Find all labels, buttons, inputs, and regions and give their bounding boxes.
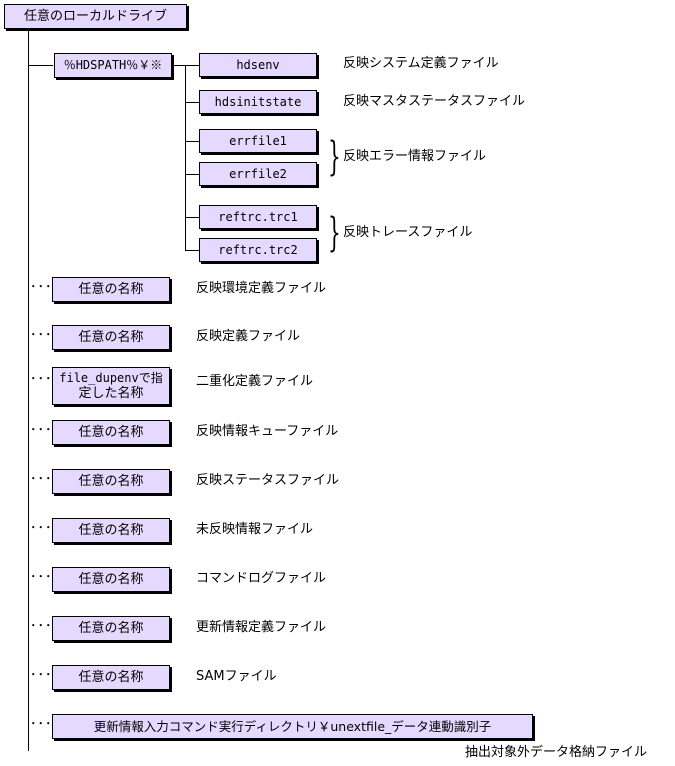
dots-2: ･･･	[30, 328, 53, 343]
drive-child-4-desc: 反映情報キューファイル	[196, 424, 339, 439]
hdsenv-desc: 反映システム定義ファイル	[343, 56, 499, 71]
dots-6: ･･･	[30, 521, 53, 536]
drive-child-8-desc: 更新情報定義ファイル	[196, 620, 327, 635]
errfile1-box: errfile1	[199, 129, 317, 153]
drive-child-9-box: 任意の名称	[52, 665, 170, 690]
reftrc1-label: reftrc.trc1	[218, 209, 298, 224]
drive-child-6-label: 任意の名称	[78, 523, 144, 538]
branch-errfile2	[185, 174, 199, 175]
hdspath-box: ％HDSPATH％￥※	[54, 53, 172, 78]
branch-hdsenv	[185, 65, 199, 66]
footer-note: 抽出対象外データ格納ファイル	[465, 745, 648, 760]
branch-reftrc1	[185, 217, 199, 218]
branch-errfile1	[185, 141, 199, 142]
dots-8: ･･･	[30, 619, 53, 634]
errfile-group-desc: 反映エラー情報ファイル	[343, 149, 487, 164]
drive-child-3-label-line1: file_dupenvで指	[59, 371, 163, 385]
errfile-brace: }	[328, 134, 341, 180]
drive-child-9-label: 任意の名称	[78, 670, 144, 685]
drive-child-7-desc: コマンドログファイル	[196, 571, 327, 586]
reftrc-brace: }	[328, 210, 341, 256]
drive-child-5-desc: 反映ステータスファイル	[196, 473, 340, 488]
branch-hdsinitstate	[185, 102, 199, 103]
drive-child-5-label: 任意の名称	[78, 474, 144, 489]
drive-child-6-box: 任意の名称	[52, 518, 170, 543]
reftrc-group-desc: 反映トレースファイル	[343, 225, 473, 240]
dots-5: ･･･	[30, 472, 53, 487]
drive-child-2-desc: 反映定義ファイル	[196, 329, 301, 344]
dots-9: ･･･	[30, 668, 53, 683]
errfile1-label: errfile1	[229, 133, 287, 148]
drive-child-4-label: 任意の名称	[78, 425, 144, 440]
drive-child-2-box: 任意の名称	[52, 325, 170, 350]
drive-child-1-desc: 反映環境定義ファイル	[196, 281, 327, 296]
hdspath-label: ％HDSPATH％￥※	[63, 58, 163, 72]
drive-child-8-label: 任意の名称	[78, 621, 144, 636]
drive-child-10-label: 更新情報入力コマンド実行ディレクトリ￥unextfile_データ連動識別子	[93, 719, 492, 734]
drive-child-1-label: 任意の名称	[78, 282, 144, 297]
main-trunk-line	[28, 31, 29, 751]
branch-reftrc2	[185, 250, 199, 251]
errfile2-box: errfile2	[199, 162, 317, 186]
drive-child-4-box: 任意の名称	[52, 420, 170, 445]
errfile2-label: errfile2	[229, 166, 287, 181]
drive-child-3-desc: 二重化定義ファイル	[196, 374, 314, 389]
branch-hdspath	[28, 65, 53, 66]
drive-child-9-desc: SAMファイル	[196, 669, 277, 684]
drive-child-2-label: 任意の名称	[78, 330, 144, 345]
drive-child-3-label-line2: 定した名称	[78, 386, 144, 401]
drive-child-6-desc: 未反映情報ファイル	[196, 522, 314, 537]
hdspath-trunk-line	[185, 65, 186, 250]
drive-child-7-box: 任意の名称	[52, 567, 170, 592]
reftrc2-box: reftrc.trc2	[199, 238, 317, 262]
hdsinitstate-box: hdsinitstate	[199, 90, 317, 114]
hdsinitstate-desc: 反映マスタステータスファイル	[343, 94, 526, 109]
reftrc1-box: reftrc.trc1	[199, 205, 317, 229]
hdspath-connector	[174, 65, 185, 66]
drive-child-5-box: 任意の名称	[52, 469, 170, 494]
dots-3: ･･･	[30, 372, 53, 387]
hdsenv-label: hdsenv	[236, 57, 280, 72]
drive-child-3-box: file_dupenvで指 定した名称	[52, 367, 170, 405]
drive-child-7-label: 任意の名称	[78, 572, 144, 587]
dots-1: ･･･	[30, 280, 53, 295]
hdsinitstate-label: hdsinitstate	[214, 94, 302, 109]
root-drive-box: 任意のローカルドライブ	[4, 4, 187, 29]
drive-child-1-box: 任意の名称	[52, 277, 170, 302]
root-drive-label: 任意のローカルドライブ	[23, 9, 167, 24]
hdsenv-box: hdsenv	[199, 53, 317, 77]
dots-10: ･･･	[30, 717, 53, 732]
drive-child-8-box: 任意の名称	[52, 616, 170, 641]
dots-7: ･･･	[30, 570, 53, 585]
drive-child-10-box: 更新情報入力コマンド実行ディレクトリ￥unextfile_データ連動識別子	[52, 714, 533, 739]
dots-4: ･･･	[30, 423, 53, 438]
reftrc2-label: reftrc.trc2	[218, 242, 298, 257]
